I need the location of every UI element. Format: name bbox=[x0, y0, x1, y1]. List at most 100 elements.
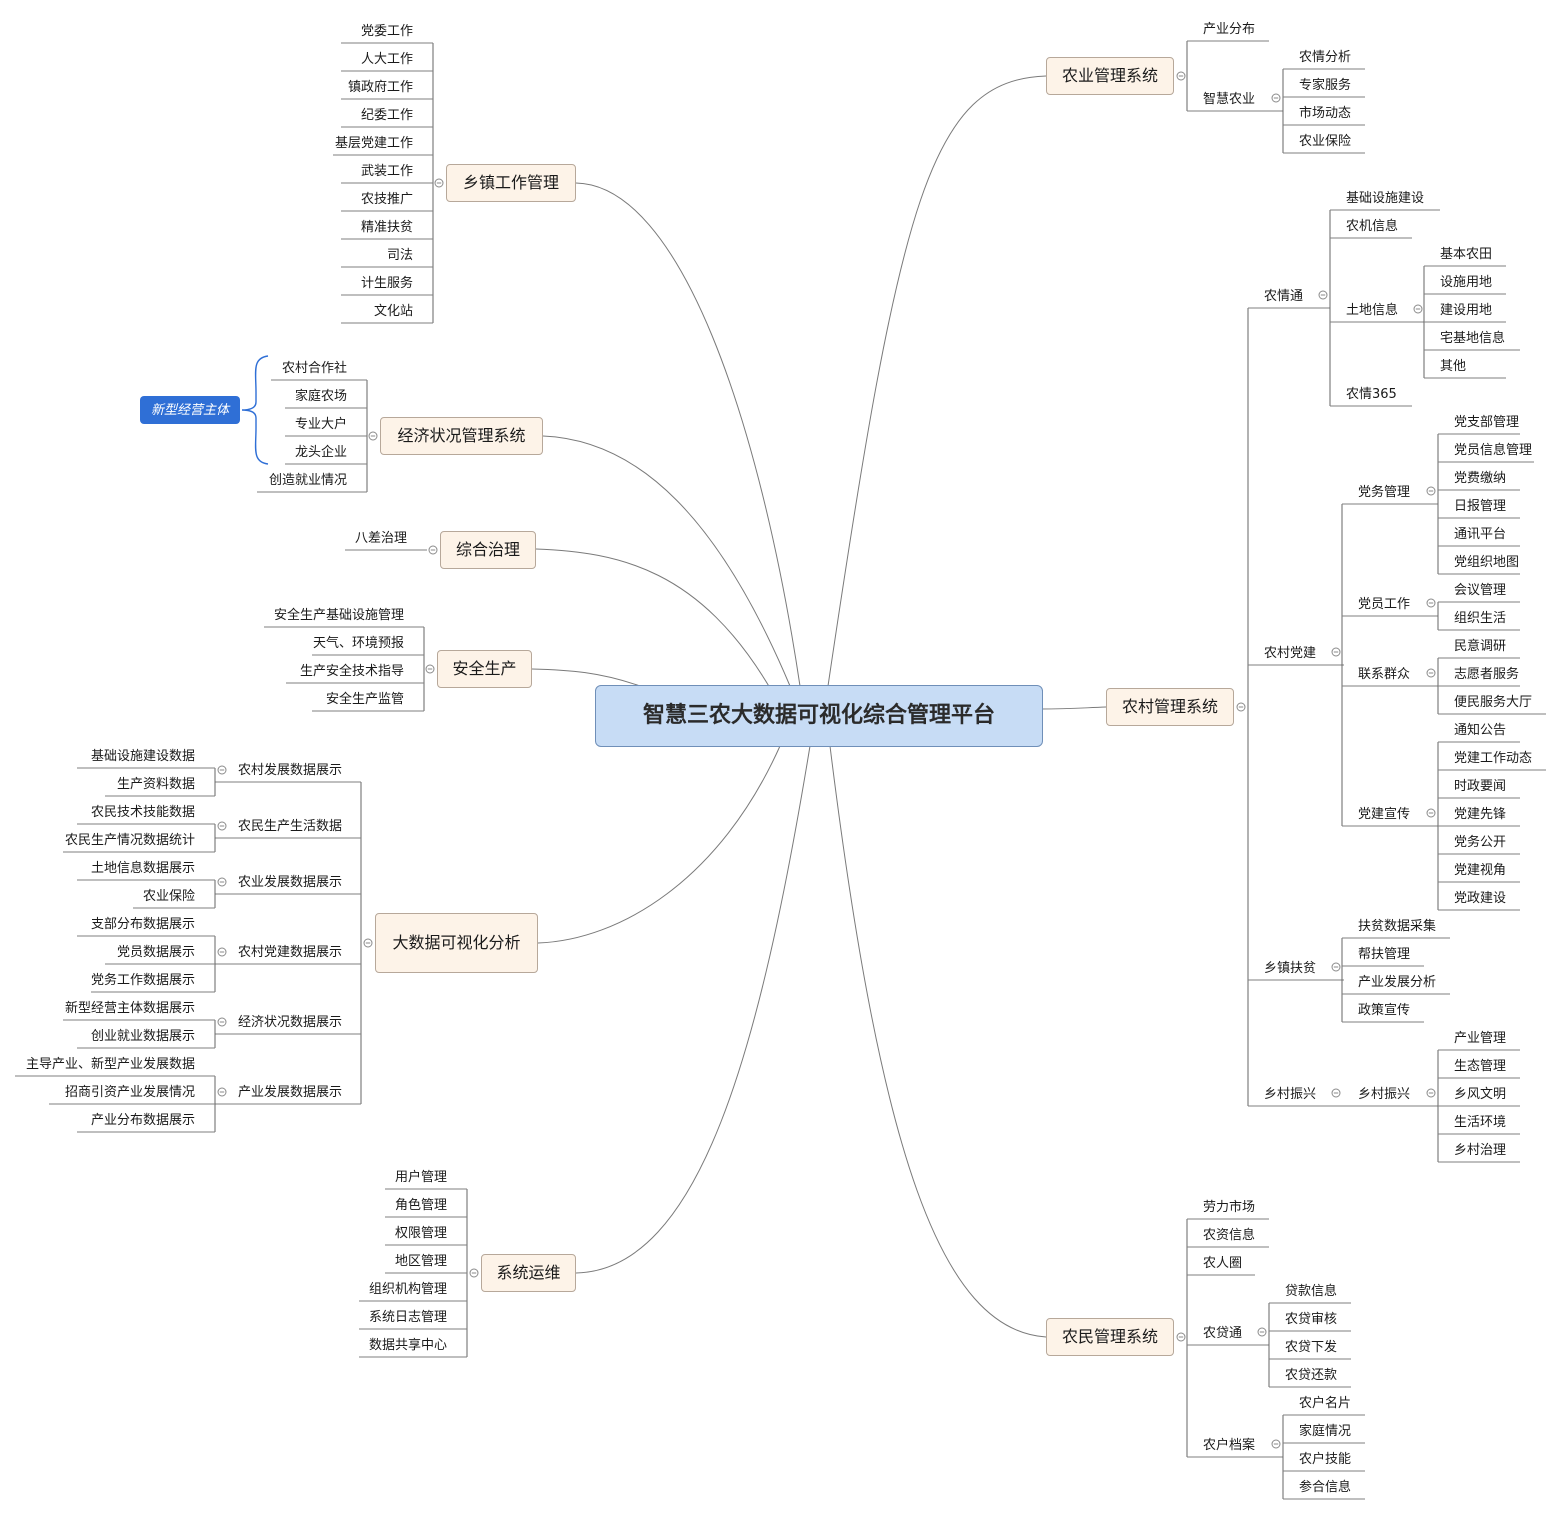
farmer-loan-item-3[interactable]: 农贷还款 bbox=[1285, 1368, 1338, 1383]
bigdata-group-5-item-1[interactable]: 招商引资产业发展情况 bbox=[64, 1085, 195, 1100]
revival-item-2[interactable]: 乡风文明 bbox=[1454, 1087, 1507, 1102]
agri-smart-item-3[interactable]: 农业保险 bbox=[1299, 134, 1352, 149]
safety-item-0[interactable]: 安全生产基础设施管理 bbox=[273, 608, 404, 623]
ops-item-0[interactable]: 用户管理 bbox=[394, 1170, 447, 1185]
ops-item-4[interactable]: 组织机构管理 bbox=[368, 1282, 447, 1297]
farmer-loan[interactable]: 农贷通 bbox=[1203, 1326, 1243, 1341]
bigdata-group-1-item-0[interactable]: 农民技术技能数据 bbox=[90, 805, 195, 820]
branch-agri[interactable]: 农业管理系统 bbox=[1046, 57, 1174, 95]
ops-item-2[interactable]: 权限管理 bbox=[394, 1226, 447, 1241]
party-masses-item-2[interactable]: 便民服务大厅 bbox=[1454, 695, 1533, 710]
farmer-loan-item-0[interactable]: 贷款信息 bbox=[1285, 1284, 1338, 1299]
revival-item-4[interactable]: 乡村治理 bbox=[1454, 1143, 1507, 1158]
bigdata-group-0-item-0[interactable]: 基础设施建设数据 bbox=[90, 749, 195, 764]
poverty-item-3[interactable]: 政策宣传 bbox=[1358, 1003, 1411, 1018]
township-item-0[interactable]: 党委工作 bbox=[360, 24, 413, 39]
governance-item-0[interactable]: 八差治理 bbox=[354, 531, 407, 546]
economy-item-2[interactable]: 专业大户 bbox=[294, 417, 347, 432]
township-item-8[interactable]: 司法 bbox=[386, 248, 413, 263]
rural-land-item-2[interactable]: 建设用地 bbox=[1440, 303, 1493, 318]
party-affairs-item-1[interactable]: 党员信息管理 bbox=[1454, 443, 1533, 458]
farmer-labor[interactable]: 劳力市场 bbox=[1203, 1200, 1256, 1215]
party-affairs[interactable]: 党务管理 bbox=[1358, 485, 1411, 500]
rural-land-item-0[interactable]: 基本农田 bbox=[1440, 247, 1493, 262]
rural-revival-sub[interactable]: 乡村振兴 bbox=[1358, 1087, 1411, 1102]
revival-item-1[interactable]: 生态管理 bbox=[1454, 1059, 1507, 1074]
ops-item-3[interactable]: 地区管理 bbox=[394, 1254, 447, 1269]
agri-smart[interactable]: 智慧农业 bbox=[1203, 92, 1256, 107]
party-members-item-0[interactable]: 会议管理 bbox=[1454, 583, 1507, 598]
party-affairs-item-4[interactable]: 通讯平台 bbox=[1454, 527, 1507, 542]
root-topic[interactable]: 智慧三农大数据可视化综合管理平台 bbox=[595, 685, 1043, 747]
township-item-3[interactable]: 纪委工作 bbox=[360, 108, 413, 123]
farmer-loan-item-2[interactable]: 农贷下发 bbox=[1285, 1340, 1338, 1355]
bigdata-group-3-item-2[interactable]: 党务工作数据展示 bbox=[91, 973, 196, 988]
rural-land-item-3[interactable]: 宅基地信息 bbox=[1440, 331, 1506, 346]
party-affairs-item-0[interactable]: 党支部管理 bbox=[1454, 415, 1520, 430]
safety-item-1[interactable]: 天气、环境预报 bbox=[312, 636, 404, 651]
branch-farmer[interactable]: 农民管理系统 bbox=[1046, 1318, 1174, 1356]
party-publicity-item-2[interactable]: 时政要闻 bbox=[1454, 779, 1507, 794]
party-masses-item-0[interactable]: 民意调研 bbox=[1454, 639, 1507, 654]
branch-governance[interactable]: 综合治理 bbox=[440, 531, 536, 569]
bigdata-group-3-item-0[interactable]: 支部分布数据展示 bbox=[90, 917, 195, 932]
economy-item-4[interactable]: 创造就业情况 bbox=[268, 473, 347, 488]
rural-party[interactable]: 农村党建 bbox=[1264, 646, 1317, 661]
bigdata-group-4[interactable]: 经济状况数据展示 bbox=[238, 1015, 343, 1030]
party-publicity-item-0[interactable]: 通知公告 bbox=[1454, 723, 1507, 738]
agri-smart-item-0[interactable]: 农情分析 bbox=[1299, 50, 1352, 65]
revival-item-3[interactable]: 生活环境 bbox=[1454, 1115, 1507, 1130]
farmer-archive-item-1[interactable]: 家庭情况 bbox=[1299, 1424, 1352, 1439]
farmer-supply[interactable]: 农资信息 bbox=[1203, 1228, 1256, 1243]
bigdata-group-1[interactable]: 农民生产生活数据 bbox=[238, 819, 343, 834]
party-publicity-item-1[interactable]: 党建工作动态 bbox=[1454, 751, 1533, 766]
bigdata-group-2[interactable]: 农业发展数据展示 bbox=[238, 875, 343, 890]
bigdata-group-2-item-0[interactable]: 土地信息数据展示 bbox=[90, 861, 195, 876]
party-affairs-item-5[interactable]: 党组织地图 bbox=[1454, 555, 1520, 570]
poverty-item-0[interactable]: 扶贫数据采集 bbox=[1358, 919, 1437, 934]
ops-item-1[interactable]: 角色管理 bbox=[394, 1198, 447, 1213]
farmer-loan-item-1[interactable]: 农贷审核 bbox=[1285, 1312, 1338, 1327]
township-item-2[interactable]: 镇政府工作 bbox=[347, 80, 413, 95]
bigdata-group-0-item-1[interactable]: 生产资料数据 bbox=[116, 777, 195, 792]
farmer-archive-item-2[interactable]: 农户技能 bbox=[1299, 1452, 1352, 1467]
rural-revival[interactable]: 乡村振兴 bbox=[1264, 1087, 1317, 1102]
township-item-6[interactable]: 农技推广 bbox=[360, 192, 413, 207]
branch-township[interactable]: 乡镇工作管理 bbox=[446, 164, 576, 202]
rural-poverty[interactable]: 乡镇扶贫 bbox=[1264, 961, 1317, 976]
safety-item-3[interactable]: 安全生产监管 bbox=[325, 692, 404, 707]
poverty-item-2[interactable]: 产业发展分析 bbox=[1358, 975, 1437, 990]
agri-smart-item-1[interactable]: 专家服务 bbox=[1299, 78, 1352, 93]
township-item-4[interactable]: 基层党建工作 bbox=[334, 136, 413, 151]
township-item-1[interactable]: 人大工作 bbox=[360, 52, 413, 67]
agri-industry[interactable]: 产业分布 bbox=[1203, 22, 1256, 37]
township-item-5[interactable]: 武装工作 bbox=[360, 164, 413, 179]
ops-item-5[interactable]: 系统日志管理 bbox=[368, 1310, 447, 1325]
bigdata-group-3-item-1[interactable]: 党员数据展示 bbox=[116, 945, 195, 960]
bigdata-group-4-item-1[interactable]: 创业就业数据展示 bbox=[90, 1029, 195, 1044]
party-publicity-item-4[interactable]: 党务公开 bbox=[1454, 835, 1507, 850]
party-members[interactable]: 党员工作 bbox=[1358, 597, 1411, 612]
branch-rural[interactable]: 农村管理系统 bbox=[1106, 688, 1234, 726]
ops-item-6[interactable]: 数据共享中心 bbox=[368, 1338, 447, 1353]
party-affairs-item-3[interactable]: 日报管理 bbox=[1454, 499, 1507, 514]
party-affairs-item-2[interactable]: 党费缴纳 bbox=[1454, 471, 1507, 486]
party-masses-item-1[interactable]: 志愿者服务 bbox=[1454, 667, 1520, 682]
bigdata-group-3[interactable]: 农村党建数据展示 bbox=[238, 945, 343, 960]
bigdata-group-2-item-1[interactable]: 农业保险 bbox=[142, 889, 195, 904]
economy-item-1[interactable]: 家庭农场 bbox=[294, 389, 347, 404]
party-publicity[interactable]: 党建宣传 bbox=[1358, 807, 1411, 822]
farmer-archive[interactable]: 农户档案 bbox=[1203, 1438, 1256, 1453]
rural-nqt-365[interactable]: 农情365 bbox=[1346, 387, 1397, 402]
branch-ops[interactable]: 系统运维 bbox=[481, 1254, 576, 1292]
poverty-item-1[interactable]: 帮扶管理 bbox=[1358, 947, 1411, 962]
party-publicity-item-3[interactable]: 党建先锋 bbox=[1454, 807, 1507, 822]
bigdata-group-4-item-0[interactable]: 新型经营主体数据展示 bbox=[64, 1001, 195, 1016]
agri-smart-item-2[interactable]: 市场动态 bbox=[1299, 106, 1352, 121]
rural-nqt-land[interactable]: 土地信息 bbox=[1346, 303, 1399, 318]
safety-item-2[interactable]: 生产安全技术指导 bbox=[299, 664, 404, 679]
revival-item-0[interactable]: 产业管理 bbox=[1454, 1031, 1507, 1046]
branch-bigdata[interactable]: 大数据可视化分析 bbox=[375, 913, 538, 973]
bigdata-group-5[interactable]: 产业发展数据展示 bbox=[238, 1085, 343, 1100]
branch-economy[interactable]: 经济状况管理系统 bbox=[380, 417, 543, 455]
